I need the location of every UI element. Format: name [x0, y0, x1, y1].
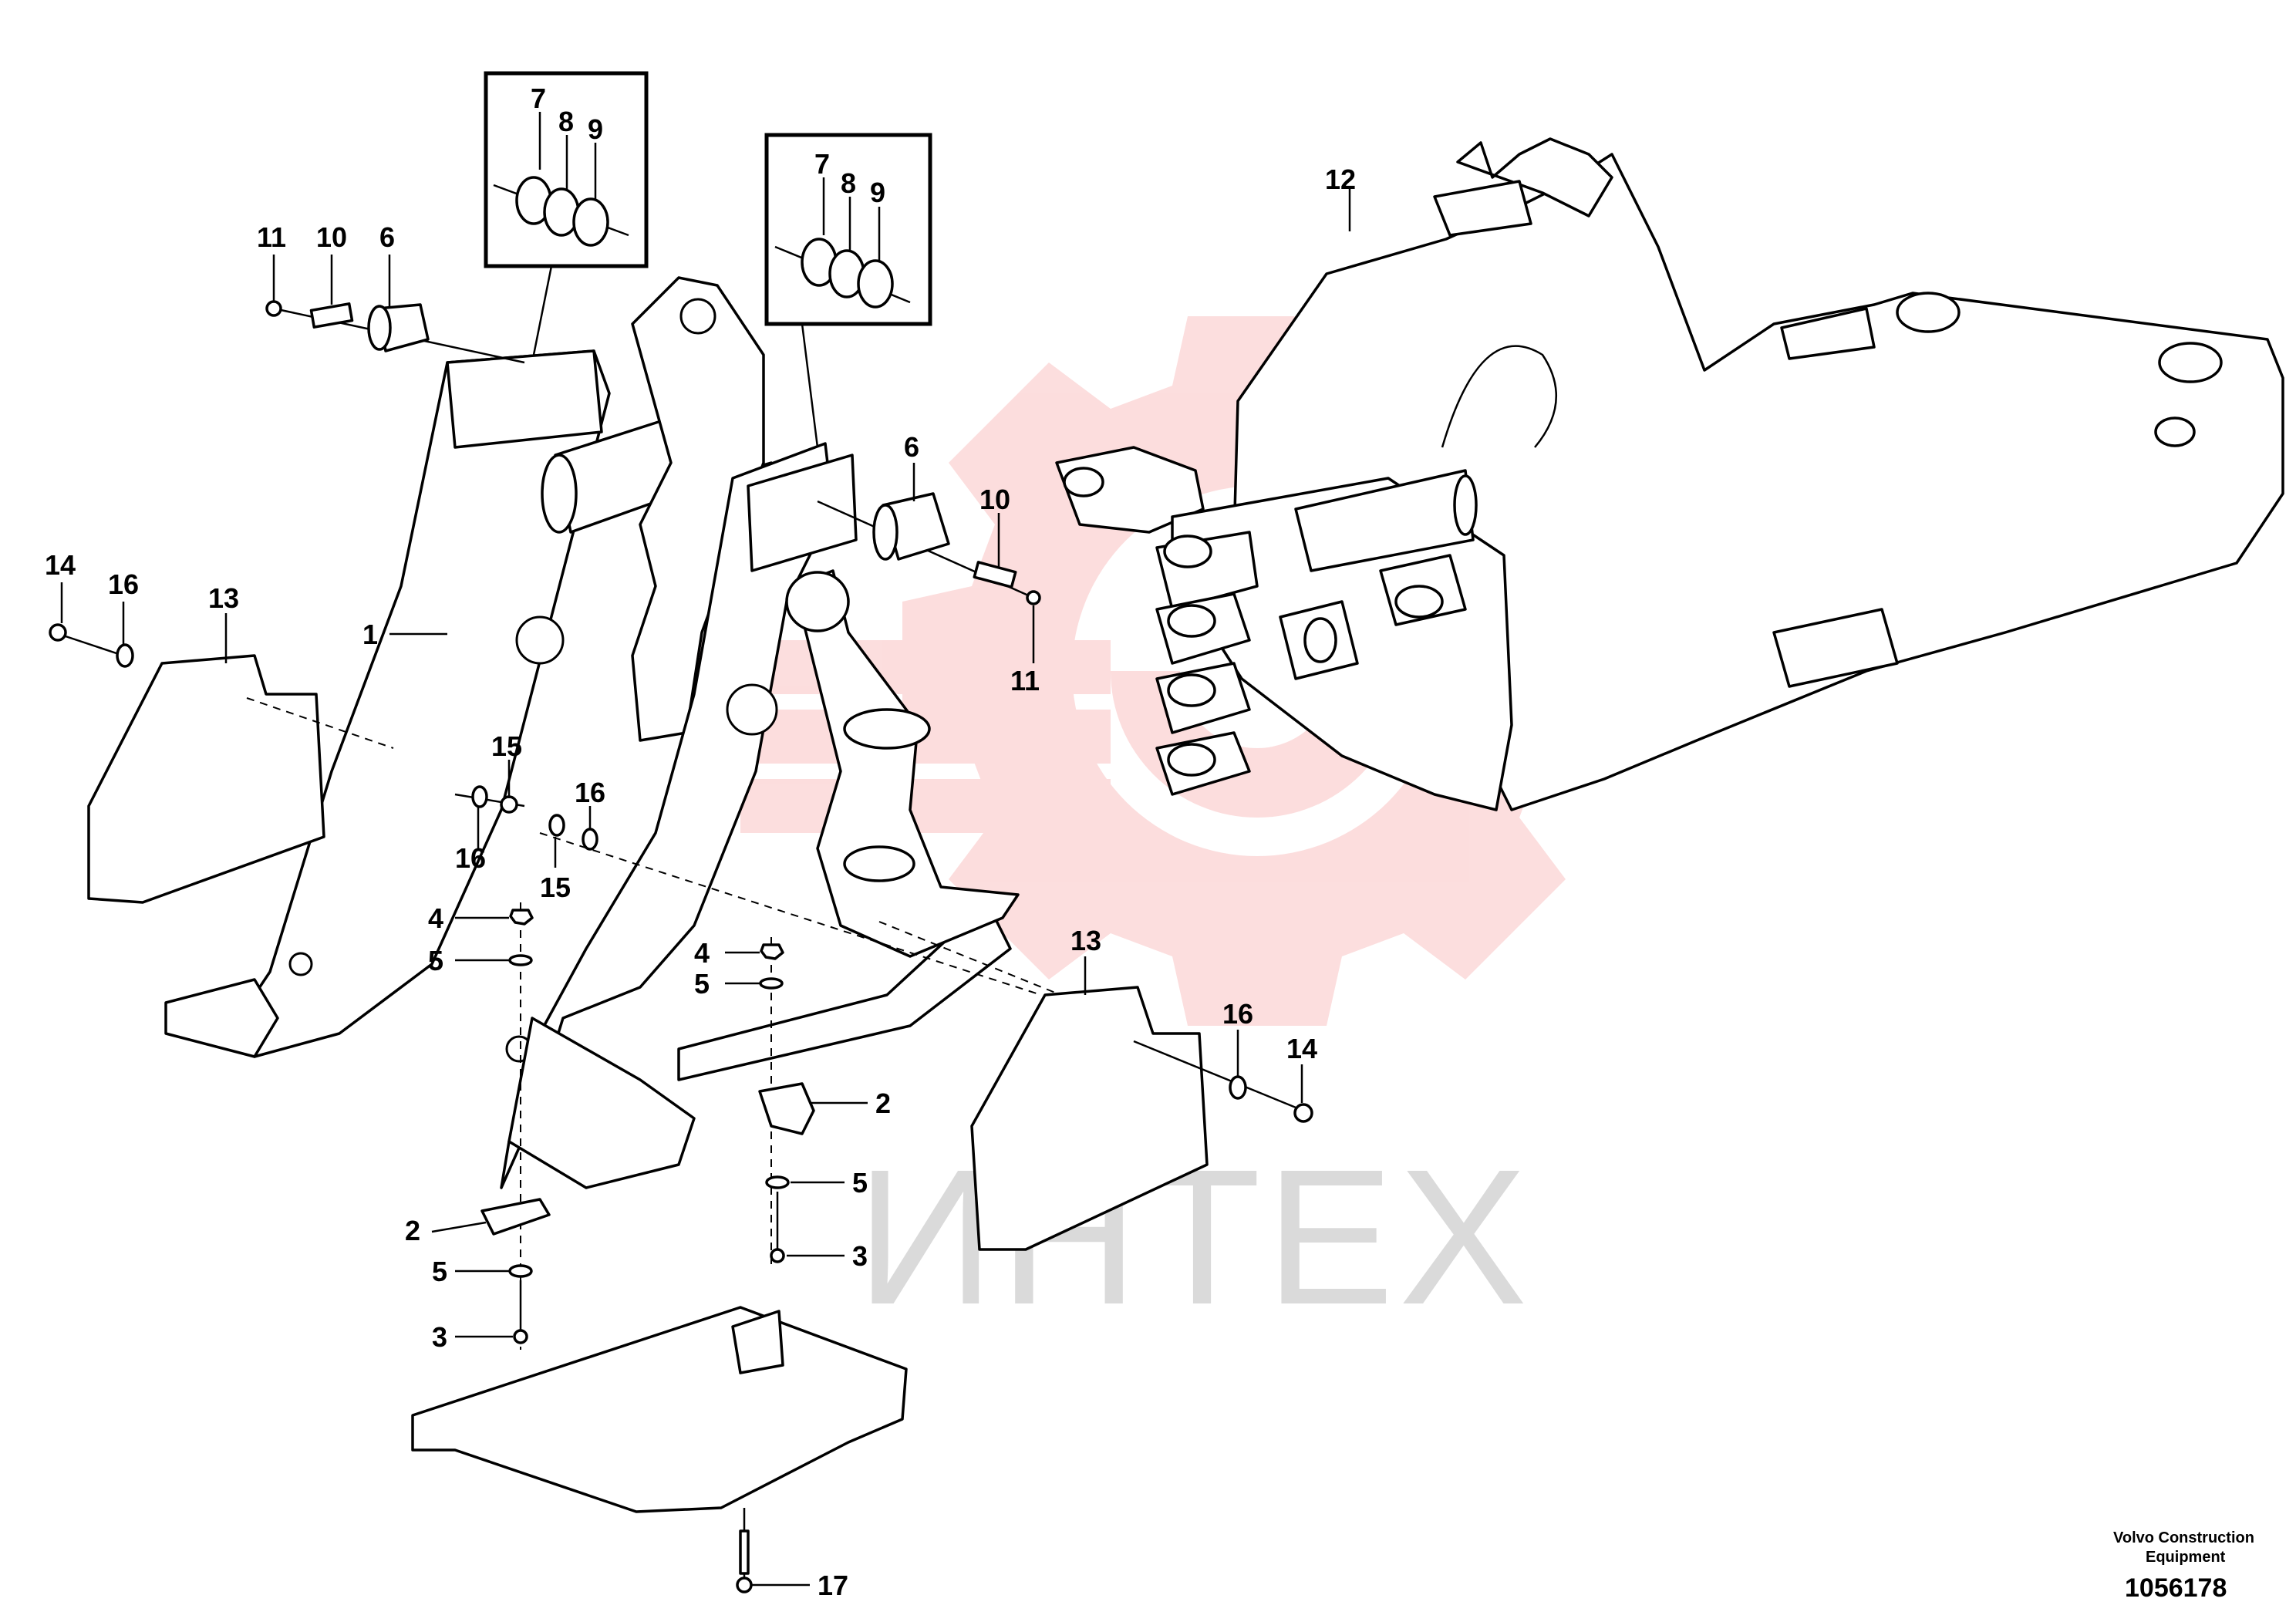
callout-7-left: 7 — [531, 83, 546, 114]
callout-8-center: 8 — [841, 167, 856, 199]
callout-8-left: 8 — [558, 106, 574, 137]
detail-box-center — [764, 133, 932, 448]
callout-9-left: 9 — [588, 113, 603, 145]
callout-9-center: 9 — [870, 177, 885, 208]
callout-11-left: 11 — [257, 221, 286, 253]
callout-16-right-top: 16 — [575, 777, 605, 808]
left-fasteners — [454, 760, 1042, 996]
callout-7-center: 7 — [814, 148, 830, 180]
callout-17: 17 — [818, 1570, 848, 1601]
callout-6-left: 6 — [379, 221, 395, 253]
callout-16-right: 16 — [1222, 998, 1253, 1030]
left-cover — [49, 582, 394, 904]
callout-14-right: 14 — [1286, 1033, 1317, 1064]
callout-14-left: 14 — [45, 549, 76, 581]
callout-16-left: 16 — [108, 568, 139, 600]
bottom-plate — [411, 1306, 908, 1593]
callout-1: 1 — [362, 619, 378, 650]
right-cover — [878, 921, 1313, 1251]
callout-12: 12 — [1325, 164, 1356, 195]
callout-4-center: 4 — [694, 937, 710, 969]
callout-10-center: 10 — [979, 484, 1010, 515]
callout-15-top: 15 — [491, 730, 522, 762]
rear-frame — [1055, 137, 2284, 811]
callout-3-center: 3 — [852, 1240, 868, 1272]
left-pin-assembly — [265, 255, 525, 364]
callout-3-left: 3 — [432, 1321, 447, 1353]
front-frame — [164, 276, 1020, 1189]
callout-6-center: 6 — [904, 431, 919, 463]
callout-5b-center: 5 — [852, 1167, 868, 1199]
callout-2-center: 2 — [875, 1088, 891, 1119]
company-line-1: Volvo Construction — [2113, 1529, 2254, 1546]
left-lower-fasteners — [431, 902, 551, 1350]
callout-13-left: 13 — [208, 582, 239, 614]
callout-5b-left: 5 — [432, 1256, 447, 1287]
callout-5-center: 5 — [694, 968, 710, 1000]
center-lower-fasteners — [725, 937, 868, 1265]
callout-4-left: 4 — [428, 902, 443, 934]
drawing-number: 1056178 — [2125, 1573, 2227, 1603]
callout-2-left: 2 — [405, 1215, 420, 1246]
company-line-2: Equipment — [2146, 1549, 2226, 1566]
callout-10-left: 10 — [316, 221, 347, 253]
callout-13-right: 13 — [1070, 925, 1101, 956]
detail-box-left — [484, 71, 649, 363]
callout-15-bottom: 15 — [540, 872, 571, 903]
center-pin-assembly — [817, 463, 1041, 663]
callout-5-left: 5 — [428, 945, 443, 976]
callout-16-bottom: 16 — [455, 842, 486, 874]
callout-11-center: 11 — [1010, 665, 1040, 696]
